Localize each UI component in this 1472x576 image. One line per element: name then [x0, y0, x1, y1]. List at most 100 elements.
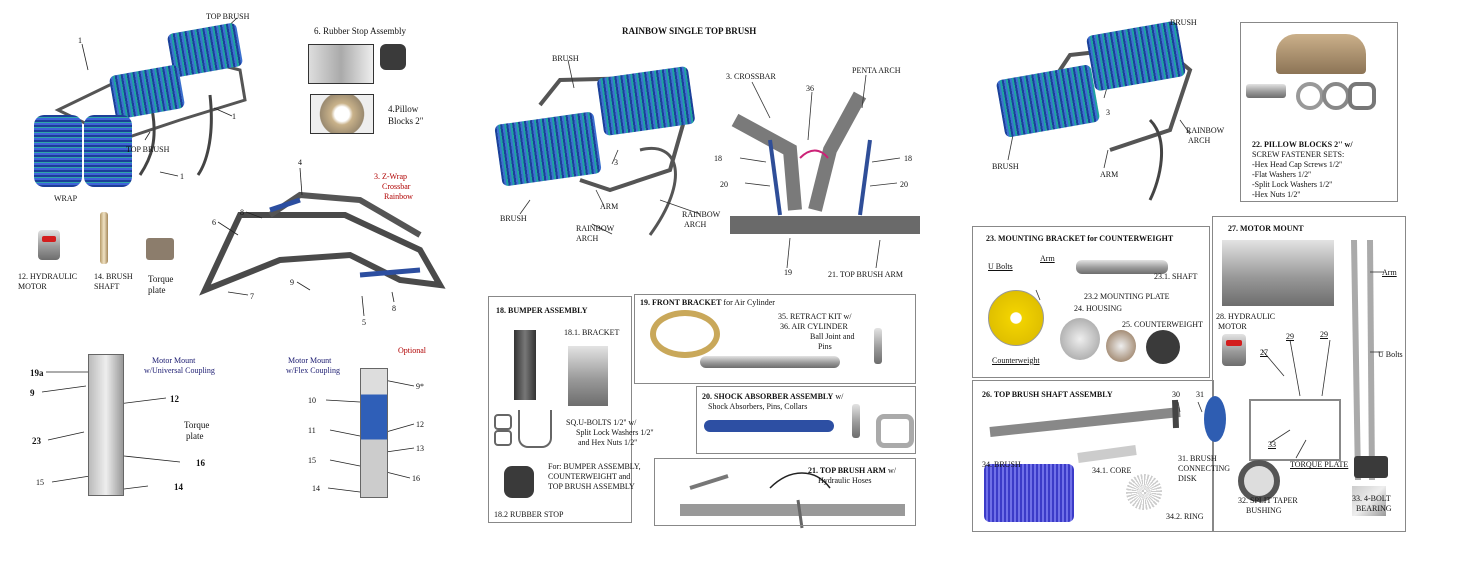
ball-joint-pin — [874, 328, 882, 364]
hydraulic-motor-28-lights — [1226, 340, 1242, 346]
housing-photo-2 — [1106, 330, 1136, 362]
motor-mount-universal-line2: w/Universal Coupling — [144, 366, 215, 375]
u-bolts-line3: and Hex Nuts 1/2'' — [578, 438, 638, 447]
callout-20b: 20 — [900, 180, 908, 189]
callout-14-mount: 14 — [174, 482, 183, 492]
callout-18a: 18 — [714, 154, 722, 163]
flex-motor-mount-drawing — [360, 368, 388, 498]
callout-9-mount: 9 — [30, 388, 35, 398]
u-bolts-line1: SQ.U-BOLTS 1/2'' w/ — [566, 418, 637, 427]
bearing-line1: 33. 4-BOLT — [1352, 494, 1391, 503]
connecting-line1: 31. BRUSH — [1178, 454, 1217, 463]
hex-nut-22 — [1348, 82, 1376, 110]
label-ring: 34.2. RING — [1166, 512, 1204, 521]
motor-mount-photo — [1222, 240, 1334, 306]
wrap-brush-left — [34, 115, 82, 187]
motor-mount-flex-line1: Motor Mount — [288, 356, 332, 365]
label-brush-left-right: BRUSH — [992, 162, 1019, 171]
connecting-line3: DISK — [1178, 474, 1197, 483]
bearing-photo — [1352, 486, 1386, 516]
callout-8b: 8 — [392, 304, 396, 313]
label-top-brush-top: TOP BRUSH — [206, 12, 250, 21]
torque-plate2-line1: Torque — [184, 420, 210, 430]
for-line2: COUNTERWEIGHT and — [548, 472, 631, 481]
bumper-assembly-box — [488, 296, 632, 523]
callout-12-mount: 12 — [170, 394, 179, 404]
housing-photo — [1060, 318, 1100, 360]
callout-12-flex: 12 — [416, 420, 424, 429]
u-bolt — [518, 410, 552, 448]
top-arm-title-bold: 21. TOP BRUSH ARM — [808, 466, 886, 475]
label-mounting-plate: 23.2 MOUNTING PLATE — [1084, 292, 1170, 301]
hydraulic-28-line2: MOTOR — [1218, 322, 1247, 331]
front-bracket-photo — [650, 310, 720, 358]
shock-title: 20. SHOCK ABSORBER ASSEMBLY w/ — [702, 392, 843, 401]
z-wrap-line1: 3. Z-Wrap — [374, 172, 407, 181]
brush-shaft-line1: 14. BRUSH — [94, 272, 133, 281]
retract-line2: 36. AIR CYLINDER — [780, 322, 848, 331]
label-bracket: 18.1. BRACKET — [564, 328, 620, 337]
brush-shaft-photo — [100, 212, 108, 264]
callout-7: 7 — [250, 292, 254, 301]
top-brush-arm-box — [654, 458, 916, 526]
pillow-22-line1: 22. PILLOW BLOCKS 2'' w/ — [1252, 140, 1353, 149]
hydraulic-motor-lights — [42, 236, 56, 242]
callout-15-mount: 15 — [36, 478, 44, 487]
pillow-22-line4: -Flat Washers 1/2'' — [1252, 170, 1311, 179]
callout-1a: 1 — [78, 36, 82, 45]
callout-14-flex: 14 — [312, 484, 320, 493]
rainbow-arch-right-line2: ARCH — [1188, 136, 1211, 145]
shock-title-bold: 20. SHOCK ABSORBER ASSEMBLY — [702, 392, 834, 401]
bracket-photo — [568, 346, 608, 406]
mounting-bracket-title: 23. MOUNTING BRACKET for COUNTERWEIGHT — [986, 234, 1174, 243]
shock-line2: Shock Absorbers, Pins, Collars — [708, 402, 808, 411]
callout-15-flex: 15 — [308, 456, 316, 465]
hydraulic-motor-photo — [38, 230, 60, 260]
callout-30: 30 — [1172, 390, 1180, 399]
pillow-block-photo-22 — [1276, 34, 1366, 74]
callout-3-mid: 3 — [614, 158, 618, 167]
u-bolts-line2: Split Lock Washers 1/2'' — [576, 428, 654, 437]
washer-1 — [1296, 82, 1324, 110]
callout-16-mount: 16 — [196, 458, 205, 468]
callout-9: 9 — [290, 278, 294, 287]
pillow-block-photo — [310, 94, 374, 134]
callout-13-flex: 13 — [416, 444, 424, 453]
callout-20a: 20 — [720, 180, 728, 189]
torque-plate-photo — [146, 238, 174, 260]
washer-2 — [1322, 82, 1350, 110]
callout-8a: 8 — [240, 208, 244, 217]
bumper-post — [514, 330, 536, 400]
shock-collar — [876, 414, 914, 448]
shaft-23-1 — [1076, 260, 1168, 274]
front-bracket-title-bold: 19. FRONT BRACKET — [640, 298, 722, 307]
callout-1b: 1 — [232, 112, 236, 121]
wrap-brush-right — [84, 115, 132, 187]
callout-33: 33 — [1268, 440, 1276, 449]
brush-shaft-line2: SHAFT — [94, 282, 120, 291]
ring-34-2 — [1126, 474, 1162, 510]
rainbow-arch-line1: RAINBOW — [576, 224, 615, 233]
callout-16-flex: 16 — [412, 474, 420, 483]
callout-11-flex: 11 — [308, 426, 316, 435]
torque-plate-line2: plate — [148, 285, 166, 295]
retract-line3: Ball Joint and — [810, 332, 855, 341]
brush-connecting-disk-photo — [1204, 396, 1226, 442]
callout-18b: 18 — [904, 154, 912, 163]
label-core: 34.1. CORE — [1092, 466, 1132, 475]
hex-nut-1 — [494, 414, 512, 430]
pillow-22-line3: -Hex Head Cap Screws 1/2'' — [1252, 160, 1342, 169]
rubber-stop-photo-2 — [380, 44, 406, 70]
brush-34-photo — [984, 464, 1074, 522]
rainbow-arch2-line2: ARCH — [684, 220, 707, 229]
hydraulic-motor-line1: 12. HYDRAULIC — [18, 272, 78, 281]
rainbow-arch-line2: ARCH — [576, 234, 599, 243]
callout-6: 6 — [212, 218, 216, 227]
callout-29b: 29 — [1320, 330, 1328, 339]
label-arm-motor: Arm — [1382, 268, 1397, 277]
pillow-22-line5: -Split Lock Washers 1/2'' — [1252, 180, 1333, 189]
label-wrap: WRAP — [54, 194, 78, 203]
rainbow-arch-right-line1: RAINBOW — [1186, 126, 1225, 135]
torque-plate2-line2: plate — [186, 431, 204, 441]
callout-9-flex: 9* — [416, 382, 424, 391]
